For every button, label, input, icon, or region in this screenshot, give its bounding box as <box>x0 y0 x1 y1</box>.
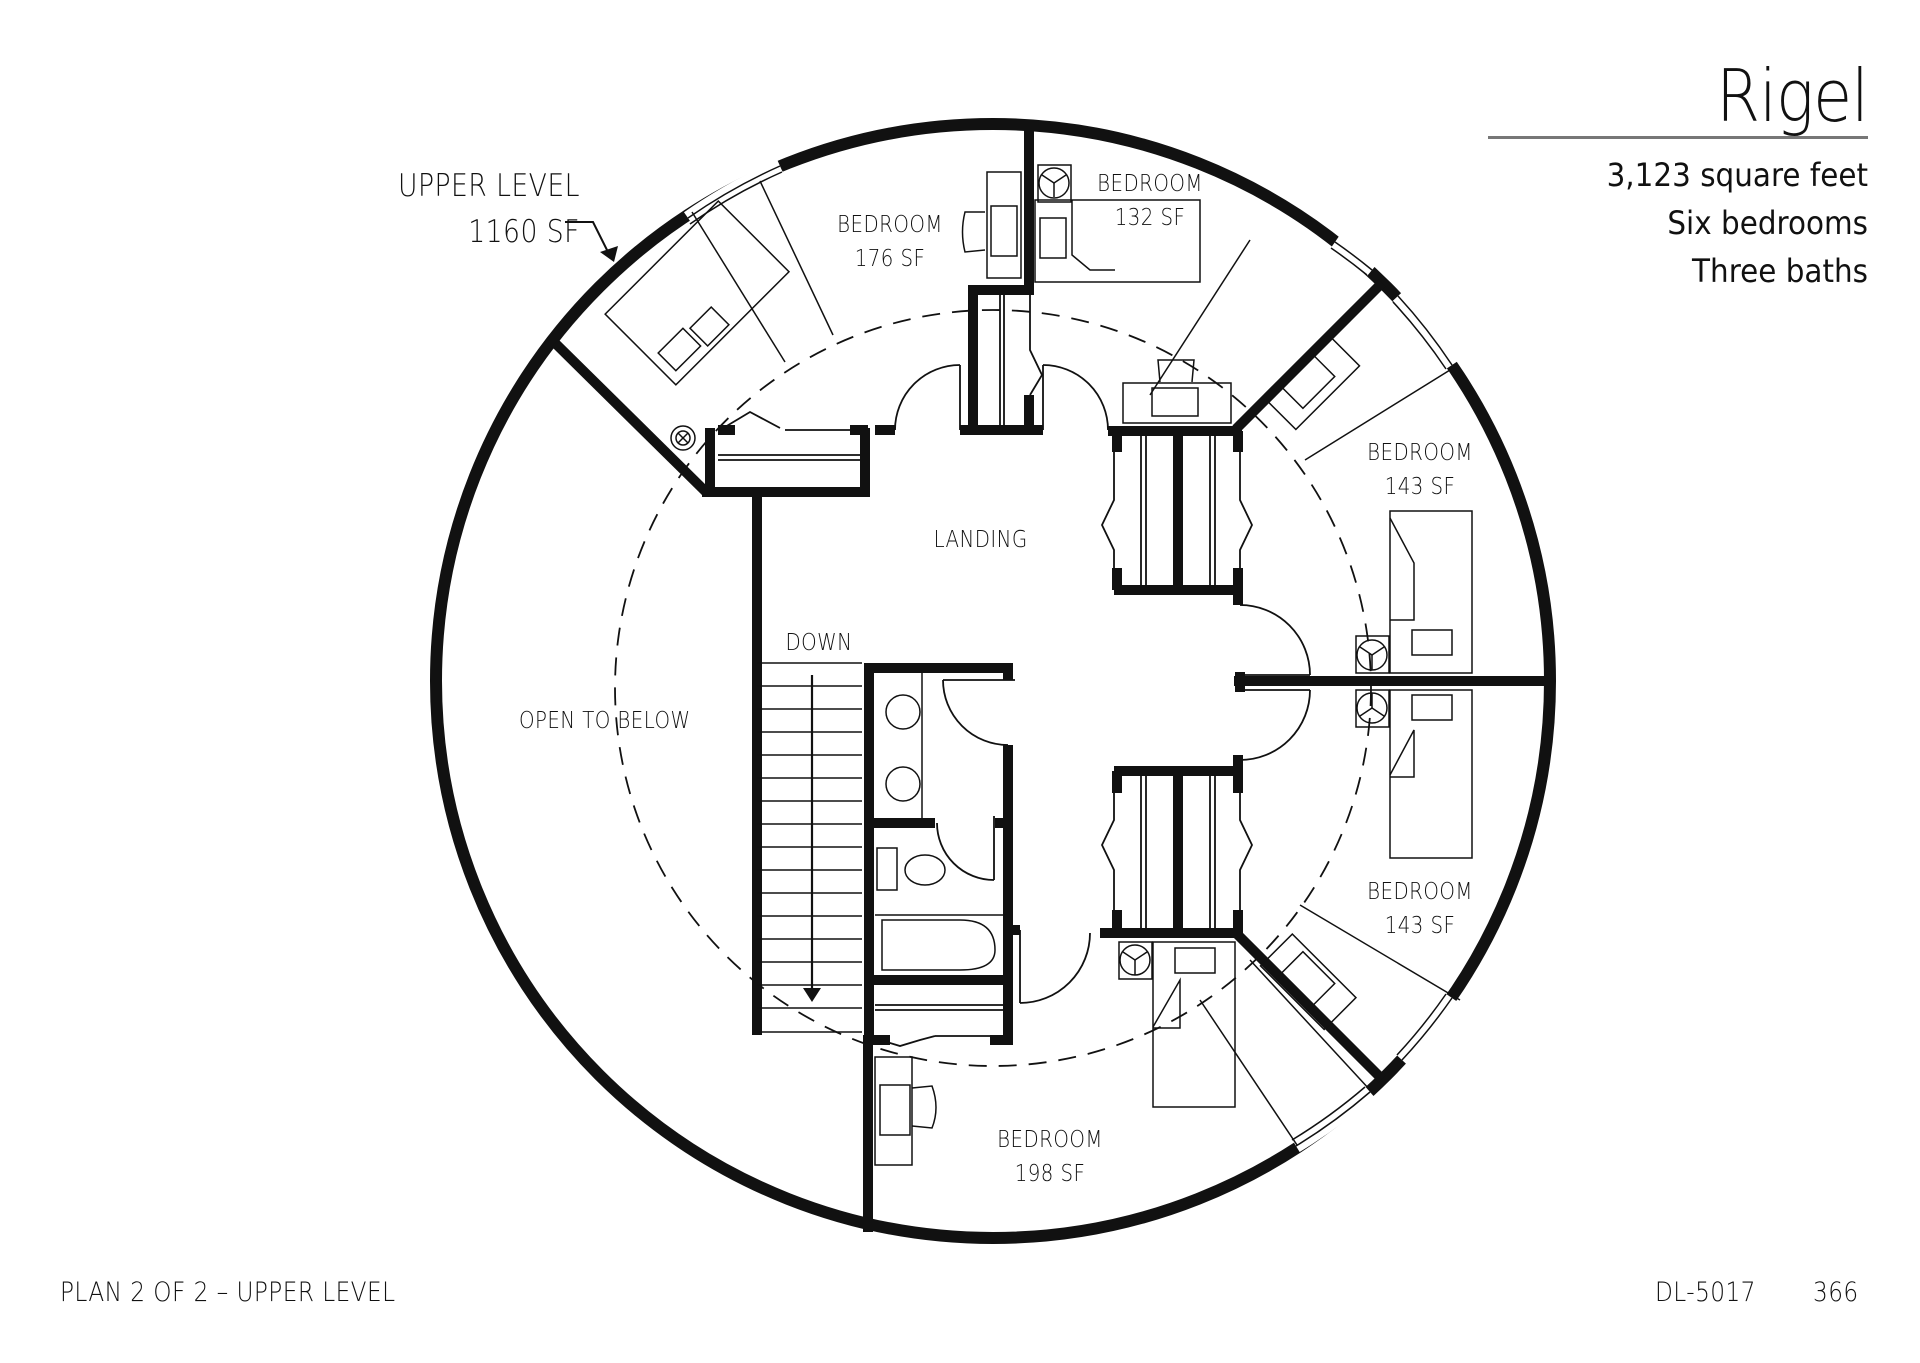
page-number: 366 <box>1813 1277 1859 1308</box>
room-name: BEDROOM <box>1367 440 1473 466</box>
room-label-bedroom-143-upper: BEDROOM 143 SF <box>1360 436 1480 504</box>
room-label-bedroom-143-lower: BEDROOM 143 SF <box>1360 875 1480 943</box>
bath-count: Three baths <box>1692 252 1868 290</box>
outer-dome-wall <box>430 118 1556 1244</box>
level-callout: UPPER LEVEL 1160 SF <box>398 163 580 255</box>
room-name: BEDROOM <box>1097 171 1203 197</box>
square-footage: 3,123 square feet <box>1606 156 1868 194</box>
room-label-bedroom-176: BEDROOM 176 SF <box>830 208 950 276</box>
landing-label: LANDING <box>933 527 1028 553</box>
title-underline <box>1488 136 1868 139</box>
title-block: Rigel 3,123 square feet Six bedrooms Thr… <box>1488 54 1869 295</box>
arrowhead-icon <box>803 988 821 1002</box>
model-name: Rigel <box>1716 54 1869 138</box>
dashed-ring <box>614 309 1372 1067</box>
room-area: 143 SF <box>1384 474 1456 500</box>
level-name: UPPER LEVEL <box>398 168 580 204</box>
down-label: DOWN <box>785 630 853 656</box>
bedroom-count: Six bedrooms <box>1667 204 1868 242</box>
interior-walls <box>551 125 1548 1232</box>
room-name: BEDROOM <box>997 1127 1103 1153</box>
window-glazing <box>687 165 1453 1147</box>
room-area: 143 SF <box>1384 913 1456 939</box>
room-area: 132 SF <box>1114 205 1186 231</box>
drawing-number: DL-5017 <box>1655 1277 1756 1308</box>
room-name: BEDROOM <box>1367 879 1473 905</box>
staircase <box>757 662 862 1033</box>
doors <box>718 290 1311 1047</box>
open-to-below-label: OPEN TO BELOW <box>518 708 691 734</box>
room-label-bedroom-198: BEDROOM 198 SF <box>990 1123 1110 1191</box>
room-name: BEDROOM <box>837 212 943 238</box>
room-label-bedroom-132: BEDROOM 132 SF <box>1090 167 1210 235</box>
furniture <box>604 164 1473 1166</box>
callout-leader <box>565 221 609 253</box>
windows <box>683 159 1458 1152</box>
callout-arrowhead-icon <box>600 246 618 262</box>
room-area: 198 SF <box>1014 1161 1086 1187</box>
plan-label: PLAN 2 OF 2 – UPPER LEVEL <box>60 1277 396 1308</box>
room-area: 176 SF <box>854 246 926 272</box>
level-area: 1160 SF <box>468 214 580 250</box>
